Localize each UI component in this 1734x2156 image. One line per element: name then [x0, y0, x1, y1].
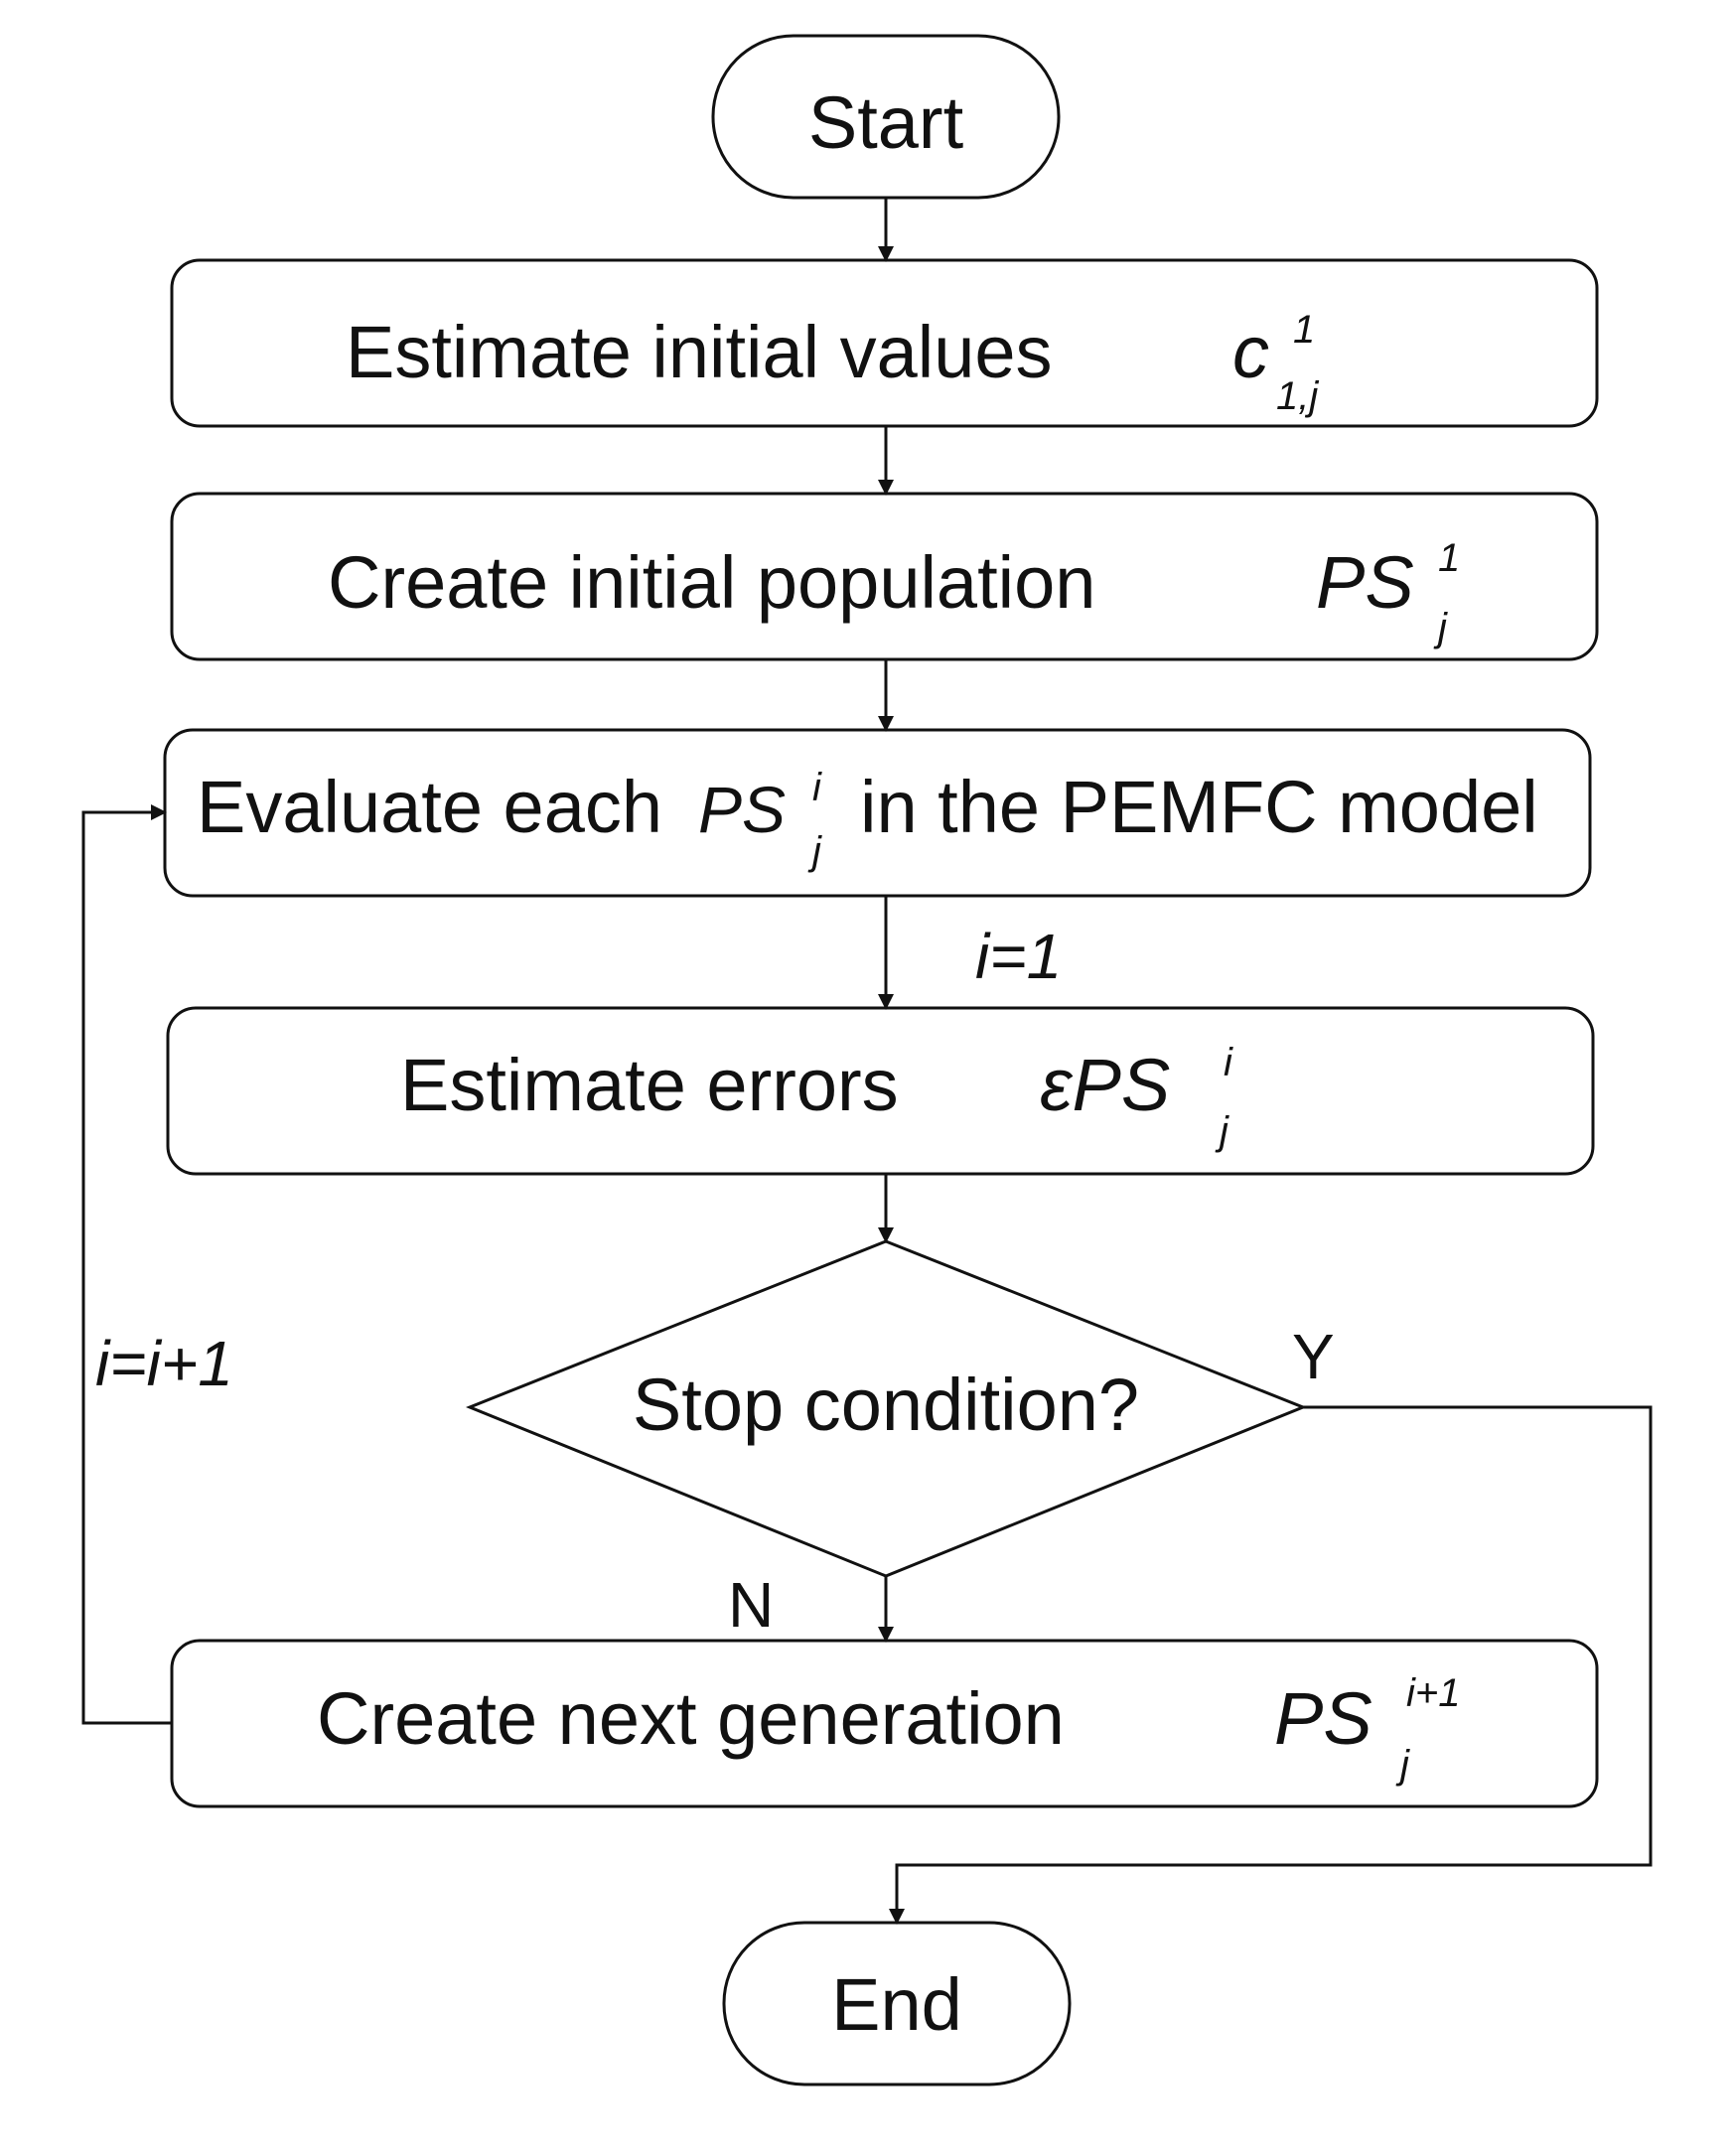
estimate-initial-values-superscript: 1 — [1293, 308, 1315, 352]
evaluate-symbol: PS — [698, 773, 786, 846]
estimate-errors-symbol: εPS — [1040, 1044, 1170, 1126]
estimate-errors-step: Estimate errors εPS i j — [166, 1006, 1595, 1176]
yes-label: Y — [1292, 1321, 1335, 1392]
i-increment-label: i=i+1 — [95, 1328, 233, 1399]
i-init-label: i=1 — [975, 921, 1062, 992]
evaluate-superscript: i — [812, 766, 822, 809]
arrow-loop-back — [81, 804, 172, 1725]
create-initial-population-label: Create initial population — [328, 541, 1095, 624]
create-initial-population-step: Create initial population PS 1 j — [170, 492, 1599, 661]
estimate-initial-values-symbol: c — [1232, 311, 1269, 393]
create-next-generation-superscript: i+1 — [1406, 1671, 1461, 1715]
create-initial-population-symbol: PS — [1316, 541, 1414, 624]
estimate-initial-values-label: Estimate initial values — [346, 311, 1053, 393]
estimate-initial-values-subscript: 1,j — [1276, 374, 1319, 418]
create-initial-population-superscript: 1 — [1438, 536, 1460, 580]
end-terminal: End — [722, 1921, 1072, 2086]
evaluate-label-after: in the PEMFC model — [860, 766, 1538, 848]
create-next-generation-symbol: PS — [1274, 1677, 1373, 1760]
estimate-initial-values-step: Estimate initial values c 1 1,j — [170, 258, 1599, 428]
stop-condition-decision: Stop condition? — [465, 1239, 1308, 1578]
evaluate-step: Evaluate each PS i j in the PEMFC model — [163, 728, 1592, 898]
start-label: Start — [808, 81, 964, 164]
start-terminal: Start — [711, 34, 1061, 200]
create-next-generation-step: Create next generation PS i+1 j — [170, 1639, 1599, 1808]
estimate-errors-superscript: i — [1224, 1041, 1233, 1084]
create-next-generation-label: Create next generation — [317, 1677, 1065, 1760]
no-label: N — [728, 1569, 774, 1641]
stop-condition-label: Stop condition? — [633, 1364, 1139, 1446]
estimate-errors-label: Estimate errors — [400, 1044, 899, 1126]
end-label: End — [831, 1963, 962, 2046]
arrow-decision-yes-to-end — [889, 1405, 1653, 1925]
evaluate-label-before: Evaluate each — [197, 766, 662, 848]
